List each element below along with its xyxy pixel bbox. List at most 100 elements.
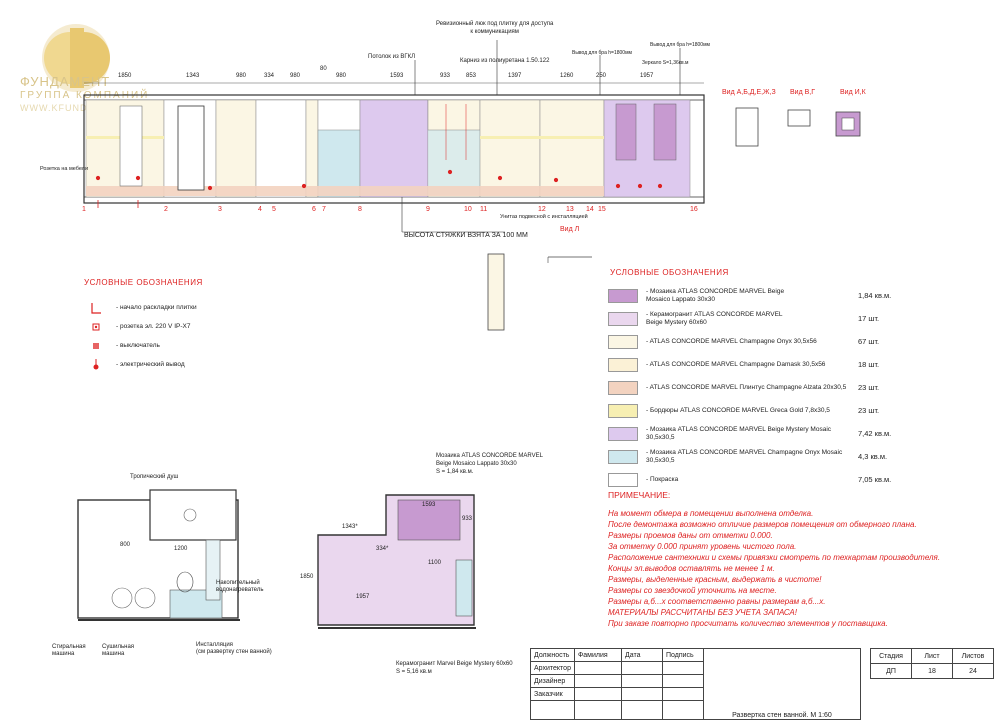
legend-material-name: - Покраска xyxy=(646,475,679,483)
note-line: Расположение сантехники и схемы привязки… xyxy=(608,553,941,562)
plan-dim: 334* xyxy=(376,546,389,552)
legend-material-name: - Бордюры ATLAS CONCORDE MARVEL Greca Go… xyxy=(646,406,830,414)
legend-swatch xyxy=(608,311,638,326)
cornice-note: Карниз из полиуретана 1.50.122 xyxy=(460,58,550,64)
legend-right-title: УСЛОВНЫЕ ОБОЗНАЧЕНИЯ xyxy=(610,268,729,277)
plan-porcelain-note: Керамогранит Marvel Beige Mystery 60x60 … xyxy=(396,661,513,675)
note-line: Размеры проемов даны от отметки 0.000. xyxy=(608,531,773,540)
legend-item: - Мозаика ATLAS CONCORDE MARVEL Beige My… xyxy=(608,422,918,445)
legend-swatch xyxy=(608,426,638,441)
legend-item: - Керамогранит ATLAS CONCORDE MARVEL Bei… xyxy=(608,307,918,330)
wall-number: 10 xyxy=(464,206,472,213)
wall-number: 3 xyxy=(218,206,222,213)
note-line: Размеры со звездочкой уточнить на месте. xyxy=(608,586,777,595)
plan-dim: 933 xyxy=(462,516,473,522)
wall-number: 12 xyxy=(538,206,546,213)
legend-item: - ATLAS CONCORDE MARVEL Champagne Damask… xyxy=(608,353,918,376)
legend-left: - начало раскладки плитки - розетка эл. … xyxy=(76,298,296,374)
legend-swatch xyxy=(608,403,638,418)
legend-quantity: 23 шт. xyxy=(858,383,880,392)
legend-left-title: УСЛОВНЫЕ ОБОЗНАЧЕНИЯ xyxy=(84,278,203,287)
dim-label: 1957 xyxy=(640,73,654,79)
plan-dim: 1200 xyxy=(174,546,188,552)
plan-label-dryer: Сушильная машина xyxy=(102,644,135,657)
wall-number: 1 xyxy=(82,206,86,213)
legend-item: - начало раскладки плитки xyxy=(76,298,296,317)
stage-value: ДП xyxy=(870,663,912,679)
dim-label: 1260 xyxy=(560,73,574,79)
wall-number: 6 xyxy=(312,206,316,213)
legend-swatch xyxy=(608,449,638,464)
view-title-1: Вид А,Б,Д,Е,Ж,З xyxy=(722,89,776,96)
wall-number: 4 xyxy=(258,206,262,213)
legend-item: - Бордюры ATLAS CONCORDE MARVEL Greca Go… xyxy=(608,399,918,422)
legend-quantity: 7,05 кв.м. xyxy=(858,475,892,484)
dim-label: 980 xyxy=(236,73,247,79)
dim-label: 1593 xyxy=(390,73,404,79)
dim-label: 334 xyxy=(264,73,275,79)
note-line: Концы эл.выводов оставлять не менее 1 м. xyxy=(608,564,775,573)
legend-item: - ATLAS CONCORDE MARVEL Плинтус Champagn… xyxy=(608,376,918,399)
wall-number: 14 xyxy=(586,206,594,213)
plan-dim: 1593 xyxy=(422,502,436,508)
mirror-note: Зеркало S=1,36кв.м xyxy=(642,60,689,66)
wall-number: 15 xyxy=(598,206,606,213)
plan-mosaic-note: Мозаика ATLAS CONCORDE MARVEL Beige Mosa… xyxy=(436,453,543,475)
logo-url: WWW.KFUND.RU xyxy=(20,103,106,113)
plan-label-shower: Тропический душ xyxy=(130,474,179,480)
note-line: Размеры а,б...х соответственно равны раз… xyxy=(608,597,826,606)
legend-swatch xyxy=(608,288,638,303)
legend-quantity: 23 шт. xyxy=(858,406,880,415)
dim-label: 853 xyxy=(466,73,477,79)
plan-label-washer: Стиральная машина xyxy=(52,644,86,657)
note-line: При заказе повторно просчитать количеств… xyxy=(608,619,888,628)
socket-icon xyxy=(92,323,100,330)
wall-number: 2 xyxy=(164,206,168,213)
dim-label: 80 xyxy=(320,66,327,72)
wall-number: 13 xyxy=(566,206,574,213)
legend-material-name: - ATLAS CONCORDE MARVEL Champagne Onyx 3… xyxy=(646,337,817,345)
dim-label: 250 xyxy=(596,73,607,79)
view-title-2: Вид В,Г xyxy=(790,89,816,96)
title-block: Должность Фамилия Дата Подпись Развертка… xyxy=(530,648,861,720)
plan-dim: 1343* xyxy=(342,524,358,530)
legend-swatch xyxy=(608,380,638,395)
view-title-3: Вид И,К xyxy=(840,89,866,96)
legend-swatch xyxy=(608,357,638,372)
legend-item: - Мозаика ATLAS CONCORDE MARVEL Beige Mo… xyxy=(608,284,918,307)
company-logo xyxy=(42,24,110,92)
note-line: После демонтажа возможно отличие размеро… xyxy=(608,520,917,529)
dim-label: 1343 xyxy=(186,73,200,79)
dim-label: 980 xyxy=(336,73,347,79)
note-line: МАТЕРИАЛЫ РАССЧИТАНЫ БЕЗ УЧЕТА ЗАПАСА! xyxy=(608,608,797,617)
sheet-info: Стадия Лист Листов ДП 18 24 xyxy=(870,648,994,679)
legend-item: - Покраска 7,05 кв.м. xyxy=(608,468,918,491)
legend-material-name: - Мозаика ATLAS CONCORDE MARVEL Beige Mo… xyxy=(646,287,785,303)
note-line: Размеры, выделенные красным, выдержать в… xyxy=(608,575,822,584)
dim-label: 1850 xyxy=(118,73,132,79)
legend-swatch xyxy=(608,472,638,487)
legend-item: - выключатель xyxy=(76,336,296,355)
dim-label: 1397 xyxy=(508,73,522,79)
legend-quantity: 7,42 кв.м. xyxy=(858,429,892,438)
legend-quantity: 18 шт. xyxy=(858,360,880,369)
wall-number: 16 xyxy=(690,206,698,213)
legend-material-name: - Мозаика ATLAS CONCORDE MARVEL Beige My… xyxy=(646,425,832,441)
plan-dim: 1100 xyxy=(428,560,441,566)
legend-material-name: - ATLAS CONCORDE MARVEL Плинтус Champagn… xyxy=(646,383,847,391)
furniture-socket-note: Розетка на мебели xyxy=(40,166,89,172)
notes-title: ПРИМЕЧАНИЕ: xyxy=(608,490,671,500)
sheet-title: Развертка стен ванной. М 1:60 xyxy=(702,648,861,720)
sconce-note-2: Вывод для бра h=1800мм xyxy=(650,42,710,48)
legend-swatch xyxy=(608,334,638,349)
dim-label: 980 xyxy=(290,73,301,79)
toilet-installation-note: Унитаз подвесной с инсталляцией xyxy=(500,214,588,220)
legend-quantity: 1,84 кв.м. xyxy=(858,291,892,300)
wall-number: 8 xyxy=(358,206,362,213)
dim-label: 933 xyxy=(440,73,451,79)
legend-item: - электрический вывод xyxy=(76,355,296,374)
screed-note: ВЫСОТА СТЯЖКИ ВЗЯТА ЗА 100 ММ xyxy=(404,232,528,239)
plan-dim: 1957 xyxy=(356,594,370,600)
legend-quantity: 4,3 кв.м. xyxy=(858,452,888,461)
